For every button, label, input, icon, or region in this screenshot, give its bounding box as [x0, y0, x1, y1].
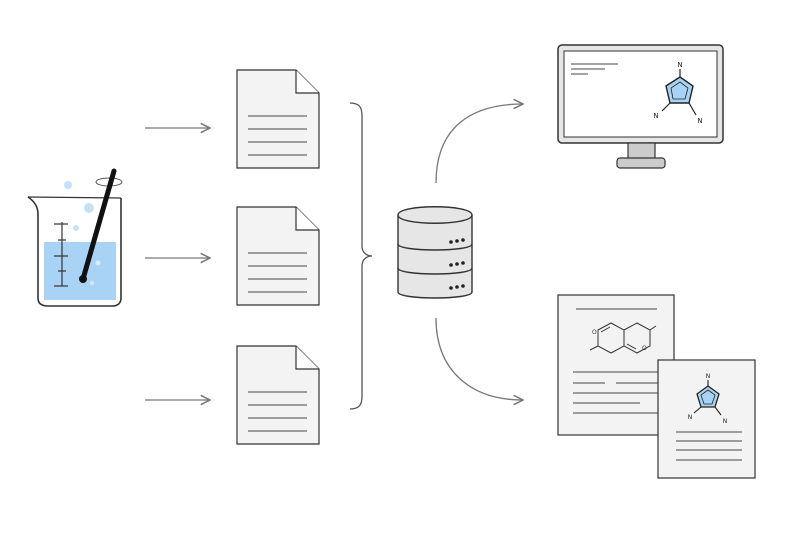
- molecule-structure: N N N: [653, 61, 702, 125]
- report-atom-label-left: N: [688, 414, 693, 421]
- beaker-liquid: [44, 242, 116, 300]
- beaker-outline: [27, 196, 122, 307]
- arrow-to-report: [435, 317, 523, 400]
- stirring-rod: [80, 168, 117, 282]
- bubble: [73, 225, 79, 231]
- beaker-graduations: [54, 222, 68, 287]
- atom-label-a: O: [592, 329, 597, 336]
- atom-label-left: N: [653, 112, 658, 120]
- report-page-front: N N N: [657, 359, 756, 479]
- bubble: [64, 181, 72, 189]
- report-molecule-structure: N N N: [688, 373, 728, 425]
- atom-label-top: N: [677, 61, 682, 69]
- monitor-icon: N N N: [557, 44, 724, 169]
- document-icon-1: [236, 69, 320, 169]
- document-icon-3: [236, 345, 320, 445]
- database-icon: [397, 206, 473, 299]
- document-icon-2: [236, 206, 320, 306]
- report-atom-label-top: N: [706, 373, 711, 380]
- bicyclic-molecule: [589, 322, 657, 354]
- report-page-back: O O: [557, 294, 675, 436]
- curly-brace: [349, 102, 373, 410]
- atom-label-b: O: [642, 345, 647, 352]
- beaker-icon: [27, 168, 123, 307]
- atom-label-right: N: [697, 117, 702, 125]
- bubble: [84, 203, 94, 213]
- arrow-to-monitor: [435, 104, 523, 184]
- report-atom-label-right: N: [723, 418, 728, 425]
